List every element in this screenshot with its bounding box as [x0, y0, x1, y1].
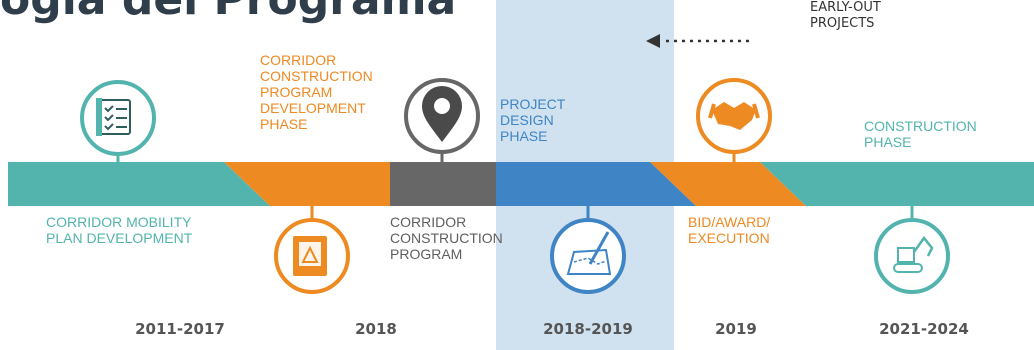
early-out-label: EARLY-OUT PROJECTS: [810, 0, 881, 31]
timeline-segment-mobility: [8, 162, 270, 206]
timeline-segment-program: [390, 162, 496, 206]
map-pin-icon: [404, 78, 480, 154]
phase-label-bid: BID/AWARD/ EXECUTION: [688, 214, 771, 246]
page-title: ogía del Programa: [0, 0, 456, 25]
timeline-segment-construction: [760, 162, 1034, 206]
timeline-segment-bid: [650, 162, 806, 206]
year-development: 2018: [355, 320, 397, 338]
year-bid: 2019: [715, 320, 757, 338]
excavator-icon: [874, 218, 950, 294]
phase-label-construction: CONSTRUCTION PHASE: [864, 118, 977, 150]
design-drawing-icon: [550, 218, 626, 294]
arrow-head-icon: [646, 34, 660, 48]
handshake-icon: [696, 78, 772, 154]
phase-label-development: CORRIDOR CONSTRUCTION PROGRAM DEVELOPMEN…: [260, 52, 373, 132]
timeline-segment-development: [224, 162, 390, 206]
year-construction: 2021-2024: [879, 320, 969, 338]
phase-label-mobility: CORRIDOR MOBILITY PLAN DEVELOPMENT: [46, 214, 193, 246]
early-out-arrow: [646, 34, 750, 48]
year-design: 2018-2019: [543, 320, 633, 338]
year-mobility: 2011-2017: [135, 320, 225, 338]
timeline-segment-design: [496, 162, 696, 206]
phase-label-design: PROJECT DESIGN PHASE: [500, 96, 566, 144]
phase-label-program: CORRIDOR CONSTRUCTION PROGRAM: [390, 214, 503, 262]
blueprint-book-icon: [274, 218, 350, 294]
checklist-icon: [80, 80, 156, 156]
